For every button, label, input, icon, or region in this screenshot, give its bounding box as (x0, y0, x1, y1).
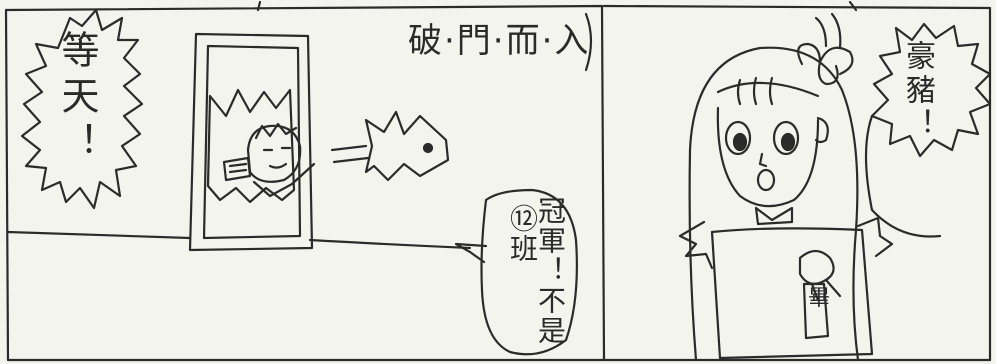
exclaim-bubble-back (864, 114, 942, 238)
girl-ear (814, 116, 829, 144)
speech-bubble (480, 188, 578, 356)
girl-bang-1 (736, 78, 742, 106)
girl-nose (758, 152, 768, 168)
character-hair (254, 122, 298, 140)
character-fist (222, 156, 252, 182)
girl-bang-3 (768, 76, 774, 106)
exclaim-text: 豪豬！ (900, 40, 935, 142)
girl-bangs (716, 81, 820, 98)
badge-ribbon-tail (810, 278, 842, 302)
plaque (710, 227, 874, 360)
plaque-hand-left (678, 220, 714, 270)
door-fragment (364, 110, 450, 182)
panel-caption: 破·門·而·入 (408, 21, 591, 61)
girl-bang-2 (752, 76, 758, 106)
hair-bow-ribbon (814, 12, 842, 50)
panel-top-stub (256, 0, 262, 12)
panel-right-border (602, 4, 992, 362)
panel-top-stub-2 (848, 0, 858, 12)
exclaim-bubble (870, 22, 992, 158)
speed-line-1 (330, 144, 368, 152)
shout-bubble (20, 8, 144, 210)
girl-eye-right (772, 120, 800, 156)
floor-line (6, 230, 472, 250)
girl-face (716, 106, 820, 208)
girl-hair-outline (688, 46, 860, 362)
girl-mouth (756, 168, 776, 192)
speech-text-secondary: ⑫班 (506, 204, 539, 264)
speech-bubble-tail (454, 242, 488, 264)
girl-eye-left (724, 120, 752, 156)
badge-rosette (798, 249, 835, 285)
badge-strip (802, 282, 830, 340)
character-mouth (268, 162, 288, 169)
door-knob (422, 142, 434, 154)
door-frame-outer (188, 32, 314, 252)
character-collar (252, 162, 316, 198)
door-frame-inner (202, 44, 302, 240)
hair-bow (797, 42, 854, 86)
caption-curl (584, 12, 593, 72)
girl-collar (754, 206, 794, 226)
badge-text: 畢 (808, 286, 831, 311)
speech-text-primary: 冠軍！不是 (534, 196, 567, 346)
door-hole (206, 88, 296, 204)
speed-line-2 (332, 156, 370, 164)
plaque-hand-right (856, 216, 894, 258)
shout-text: 等天！ (55, 30, 99, 168)
